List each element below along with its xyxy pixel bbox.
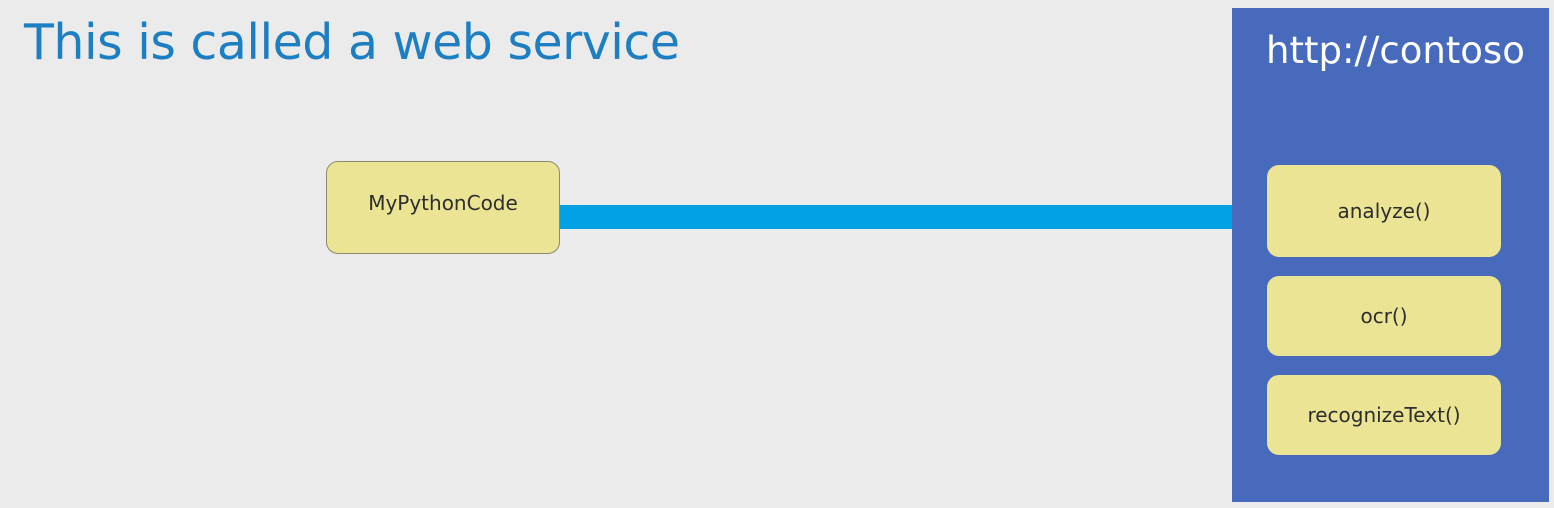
web-service-panel: http://contoso analyze() ocr() recognize… [1232,8,1549,502]
method-analyze-box: analyze() [1267,165,1501,257]
method-label: ocr() [1360,304,1408,328]
request-arrow [560,192,1268,242]
client-code-label: MyPythonCode [368,190,518,215]
method-label: analyze() [1337,199,1431,223]
service-url: http://contoso [1266,29,1525,72]
method-label: recognizeText() [1307,403,1461,427]
slide-title: This is called a web service [24,14,680,71]
method-recognize-text-box: recognizeText() [1267,375,1501,455]
method-ocr-box: ocr() [1267,276,1501,356]
request-arrow-shape [560,192,1268,242]
client-code-box: MyPythonCode [326,161,560,254]
